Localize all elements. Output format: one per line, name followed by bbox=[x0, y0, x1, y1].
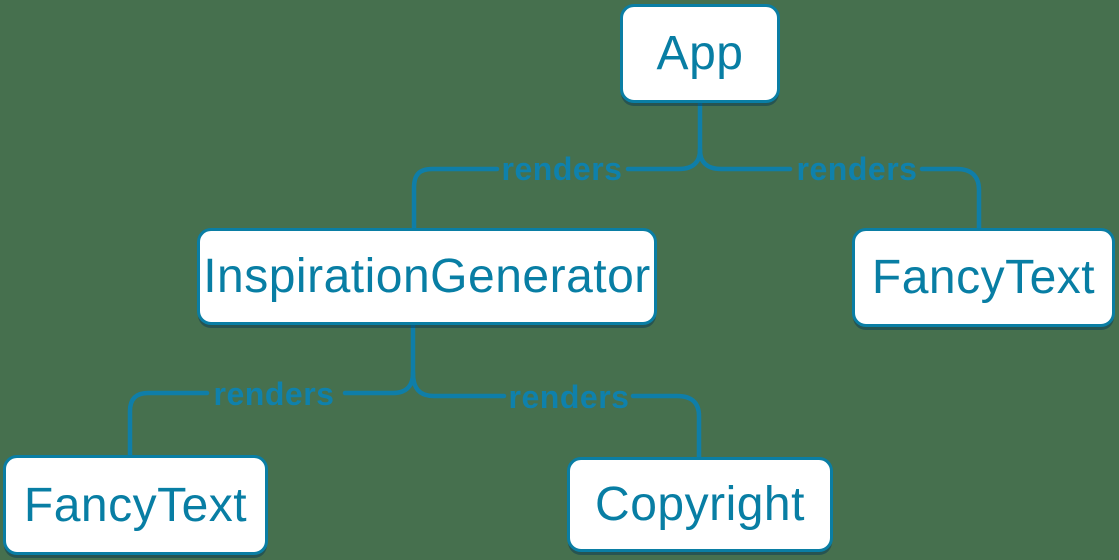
node-app-label: App bbox=[656, 27, 744, 80]
node-copyright: Copyright bbox=[567, 457, 833, 552]
edge-app-fancytext-line bbox=[697, 147, 793, 172]
edge-inspirationgenerator-copyright-line bbox=[630, 393, 702, 460]
edge-label-inspirationgenerator-copyright: renders bbox=[508, 378, 630, 415]
node-inspiration-generator: InspirationGenerator bbox=[197, 228, 657, 325]
edge-app-inspirationgenerator-line bbox=[625, 147, 703, 172]
edge-inspirationgenerator-copyright-line bbox=[410, 370, 507, 399]
edge-app-inspirationgenerator-line bbox=[411, 166, 500, 231]
node-copyright-label: Copyright bbox=[595, 478, 805, 531]
node-inspiration-generator-label: InspirationGenerator bbox=[203, 250, 651, 303]
node-app: App bbox=[620, 4, 780, 103]
edge-app-fancytext-line bbox=[919, 166, 982, 231]
node-fancy-text-bottom-label: FancyText bbox=[23, 478, 248, 532]
edge-inspirationgenerator-fancytext-line bbox=[127, 390, 210, 458]
node-fancy-text-bottom: FancyText bbox=[3, 455, 268, 555]
edge-label-inspirationgenerator-fancytext: renders bbox=[213, 375, 335, 412]
edge-inspirationgenerator-fancytext-line bbox=[342, 370, 416, 396]
edge-label-app-fancytext: renders bbox=[796, 150, 918, 187]
edge-label-app-inspirationgenerator: renders bbox=[501, 150, 623, 187]
node-fancy-text-top-label: FancyText bbox=[871, 251, 1096, 304]
node-fancy-text-top: FancyText bbox=[852, 228, 1115, 327]
